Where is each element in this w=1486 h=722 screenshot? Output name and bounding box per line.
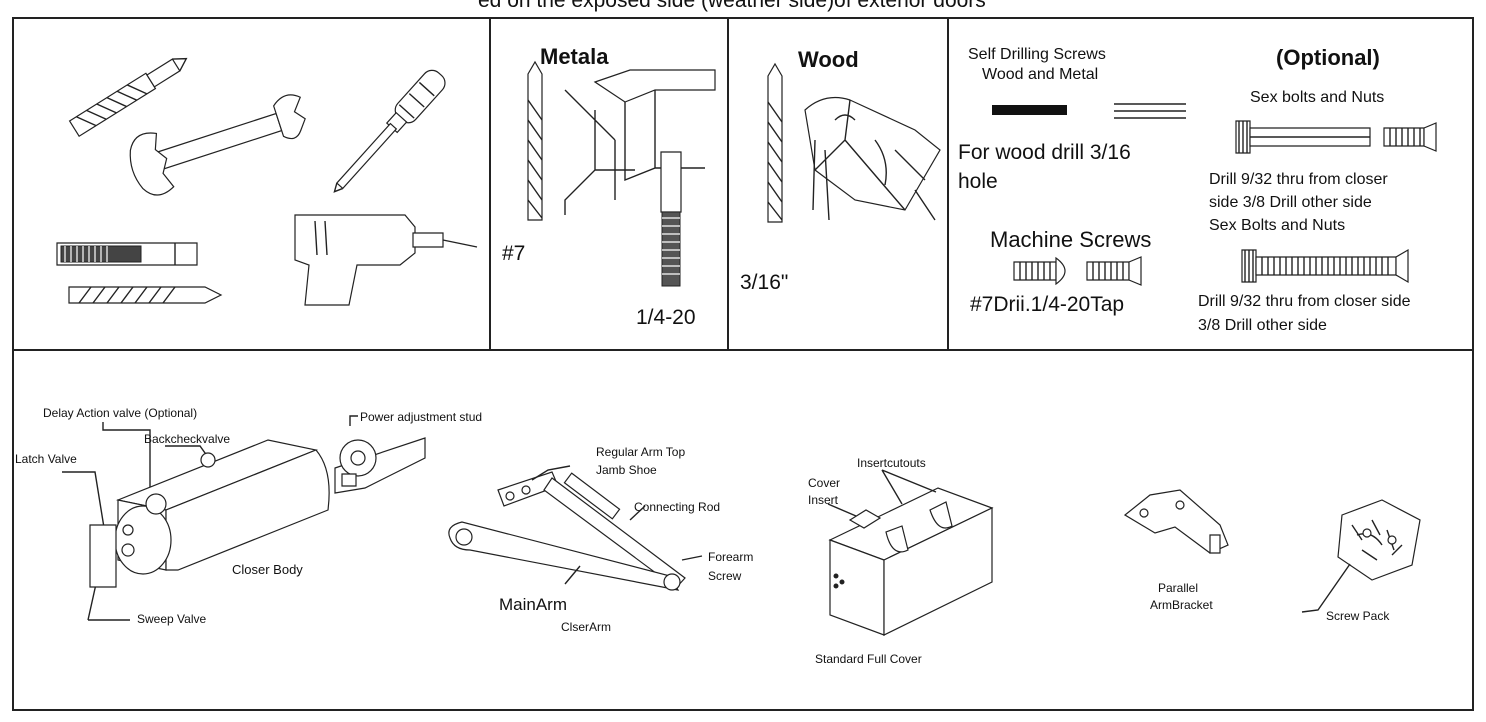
backcheck-label: Backcheckvalve	[144, 432, 231, 446]
screwdriver-icon	[305, 60, 475, 200]
latch-valve-label: Latch Valve	[15, 452, 77, 466]
drill-a-line3: Sex Bolts and Nuts	[1209, 217, 1346, 234]
cover-insert-line1: Cover	[808, 476, 841, 490]
arm-assembly-icon	[440, 450, 710, 600]
wood-title: Wood	[798, 47, 859, 72]
tap-icon	[55, 240, 200, 270]
wood-drill-bit-icon	[763, 62, 787, 232]
closer-body-icon	[88, 430, 333, 590]
screw-pack-icon	[1332, 495, 1427, 585]
sex-bolt-icon	[1234, 117, 1374, 157]
regular-arm-line2: Jamb Shoe	[596, 463, 657, 477]
sex-bolts-label: Sex bolts and Nuts	[1250, 89, 1385, 106]
standard-cover-label: Standard Full Cover	[815, 652, 922, 666]
self-drilling-line2: Wood and Metal	[982, 66, 1099, 83]
metal-drill-size: #7	[502, 242, 526, 265]
divider-tools-metal	[489, 17, 491, 351]
machine-screw-flat-icon	[1085, 256, 1147, 286]
machine-screws-label: Machine Screws	[990, 227, 1152, 252]
drill-bit-2-icon	[65, 283, 225, 307]
drill-bit-icon	[55, 40, 205, 150]
drill-a-line1: Drill 9/32 thru from closer	[1209, 171, 1388, 188]
parallel-line2: ArmBracket	[1150, 598, 1213, 612]
closer-arm-label: ClserArm	[561, 620, 611, 634]
closer-body-label: Closer Body	[232, 562, 303, 577]
self-drilling-screw-outline-icon	[1112, 101, 1188, 121]
delay-action-label: Delay Action valve (Optional)	[43, 406, 198, 420]
insert-cutouts-label: Insertcutouts	[857, 456, 926, 470]
sex-bolt-long-icon	[1240, 246, 1412, 286]
self-drilling-line1: Self Drilling Screws	[968, 46, 1106, 63]
sex-nut-icon	[1382, 121, 1440, 153]
drill-a-line2: side 3/8 Drill other side	[1209, 194, 1372, 211]
self-drilling-screw-solid-icon	[992, 105, 1067, 115]
power-adjustment-label: Power adjustment stud	[360, 410, 483, 424]
connecting-rod-label: Connecting Rod	[634, 500, 721, 514]
screw-pack-leader	[1290, 560, 1370, 620]
optional-title: (Optional)	[1276, 45, 1380, 70]
forearm-line1: Forearm	[708, 550, 754, 564]
metal-tap-icon	[657, 150, 685, 290]
wood-drill-line1: For wood drill 3/16	[958, 141, 1131, 164]
power-adjustment-stud-icon	[330, 418, 430, 498]
screw-pack-label: Screw Pack	[1326, 609, 1390, 623]
page-header: ed on the exposed side (weather side)of …	[478, 0, 986, 12]
metal-drill-bit-icon	[523, 60, 547, 230]
main-arm-label: MainArm	[499, 595, 568, 614]
forearm-line2: Screw	[708, 569, 742, 583]
parallel-arm-bracket-icon	[1120, 485, 1235, 560]
metal-tap-size: 1/4-20	[636, 306, 696, 329]
wood-drill-size: 3/16"	[740, 271, 789, 294]
drill-b-line2: 3/8 Drill other side	[1198, 317, 1327, 334]
cover-insert-line2: Insert	[808, 493, 839, 507]
bottom-panel-frame	[12, 349, 1474, 711]
sweep-valve-label: Sweep Valve	[137, 612, 207, 626]
wood-drill-line2: hole	[958, 170, 998, 193]
machine-screw-round-icon	[1012, 256, 1076, 286]
drill-b-line1: Drill 9/32 thru from closer side	[1198, 293, 1411, 310]
divider-wood-screws	[947, 17, 949, 351]
machine-screw-spec: #7Drii.1/4-20Tap	[970, 293, 1125, 316]
divider-metal-wood	[727, 17, 729, 351]
regular-arm-line1: Regular Arm Top	[596, 445, 686, 459]
parallel-line1: Parallel	[1158, 581, 1199, 595]
metal-title: Metala	[540, 44, 609, 69]
power-drill-icon	[285, 205, 480, 310]
full-cover-icon	[820, 470, 1000, 640]
wrench-icon	[123, 95, 313, 195]
wood-block-icon	[795, 90, 945, 220]
